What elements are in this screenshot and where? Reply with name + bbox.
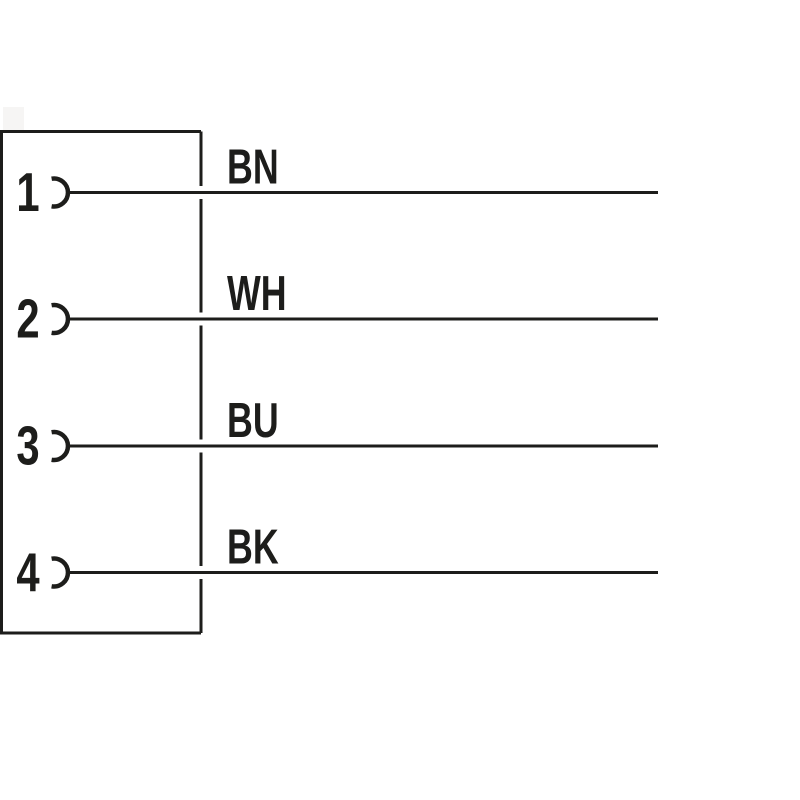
wire-color-label: WH xyxy=(227,267,287,322)
pin-row-2: 2 WH xyxy=(16,267,658,350)
pin-number: 1 xyxy=(16,163,39,224)
print-smudge-artifact xyxy=(3,107,24,130)
wire-color-label: BN xyxy=(227,140,279,195)
pin-contact-icon xyxy=(51,176,71,209)
pin-number: 3 xyxy=(16,416,39,477)
pin-row-4: 4 BK xyxy=(16,520,658,603)
pin-number: 4 xyxy=(16,543,39,604)
wire-color-label: BK xyxy=(227,520,279,575)
pin-number: 2 xyxy=(16,289,39,350)
wire-color-label: BU xyxy=(227,394,279,449)
pin-row-3: 3 BU xyxy=(16,394,658,477)
pin-row-1: 1 BN xyxy=(16,140,658,223)
pin-contact-icon xyxy=(51,429,71,463)
pin-contact-icon xyxy=(51,302,71,336)
pin-contact-icon xyxy=(51,556,71,589)
connector-body-outline xyxy=(0,130,201,635)
